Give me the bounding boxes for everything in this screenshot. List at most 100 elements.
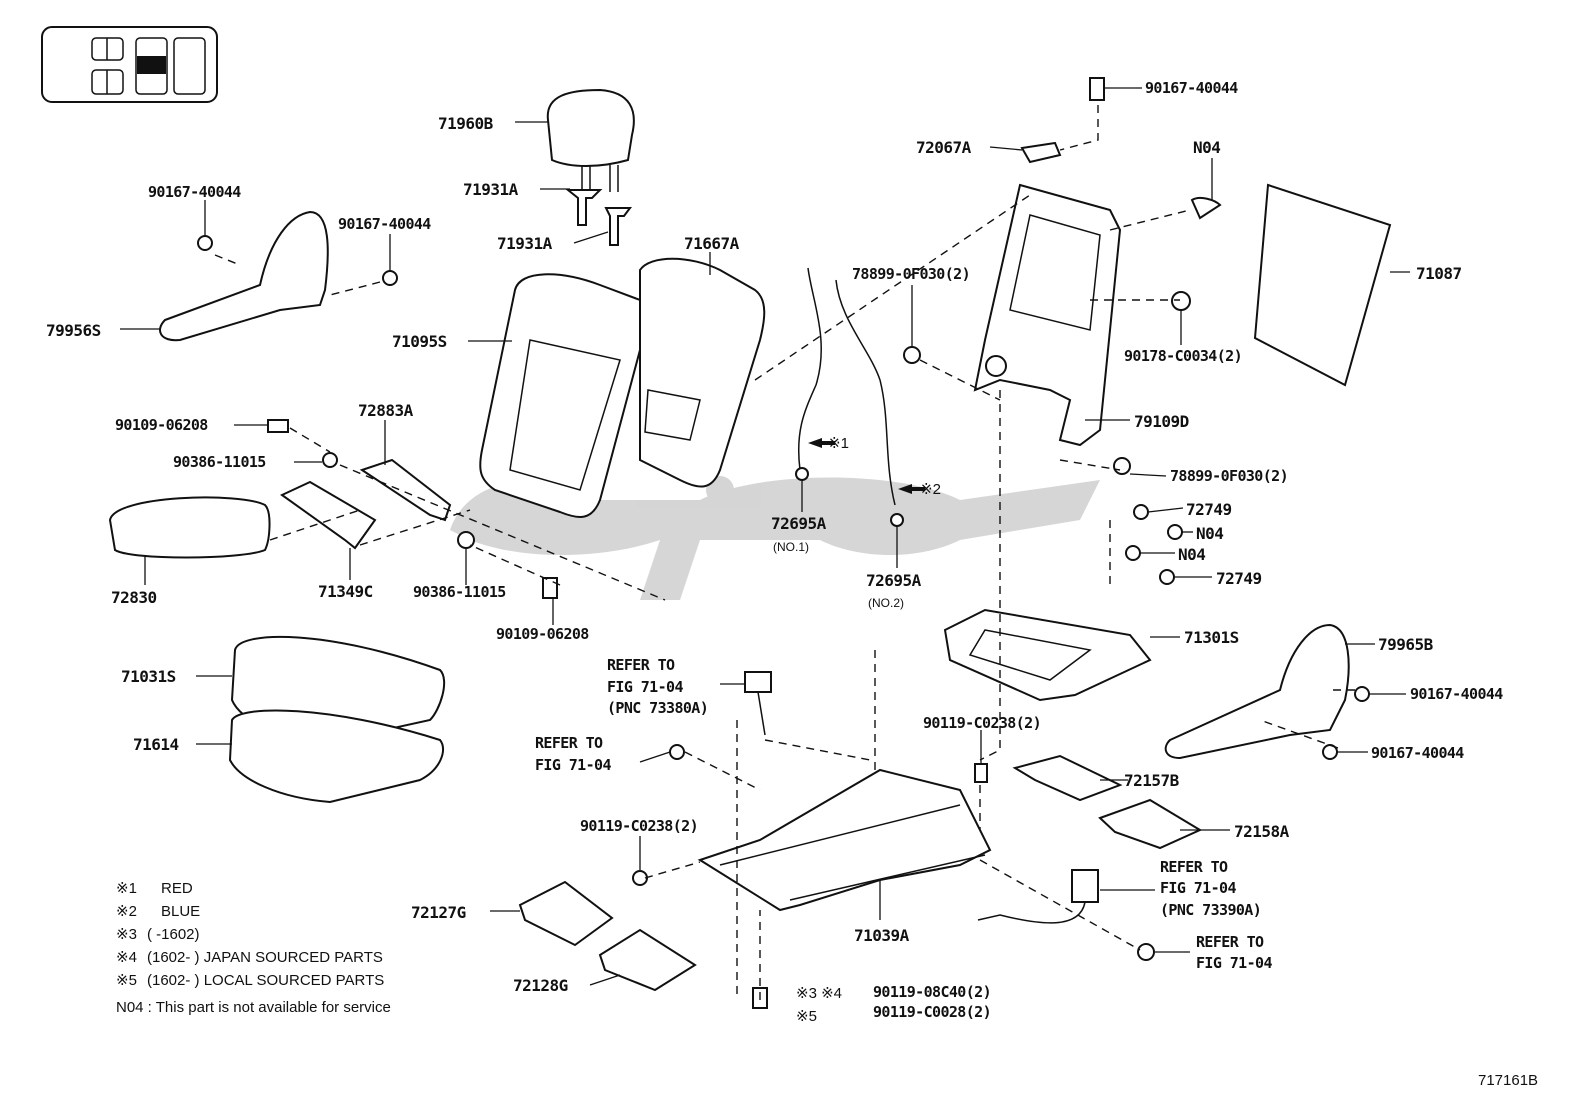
label-90119-b: 90119-C0238(2) <box>580 817 698 835</box>
armrest-bracket-72883A <box>359 458 452 522</box>
leader-lines <box>120 87 1410 986</box>
nut-72749-b-icon <box>1159 569 1175 585</box>
cover-72127G <box>518 880 614 947</box>
bolt-90109-b-icon <box>542 577 558 599</box>
bolt-78899-a-icon <box>903 346 921 364</box>
label-72157B: 72157B <box>1124 771 1180 790</box>
legend-mark-5: ※5 <box>116 972 137 989</box>
label-90167-b: 90167-40044 <box>338 215 431 233</box>
label-78899-a: 78899-0F030(2) <box>852 265 970 283</box>
label-71031S: 71031S <box>121 667 176 686</box>
arrow-blue-icon <box>898 484 925 494</box>
bolt-90109-a-icon <box>267 419 289 433</box>
label-72749-a: 72749 <box>1186 500 1232 519</box>
armrest <box>108 496 271 559</box>
label-72695A-2-no: (NO.2) <box>868 596 904 610</box>
label-90386-b: 90386-11015 <box>413 583 506 601</box>
label-71931A-1: 71931A <box>463 180 519 199</box>
label-refer-1-line2: FIG 71-04 <box>607 678 683 696</box>
legend: ※1 RED ※2 BLUE ※3 ( -1602) ※4 (1602- ) J… <box>116 880 391 1016</box>
legend-text-1: RED <box>161 880 193 897</box>
watermark-logo <box>450 476 1100 600</box>
label-90167-c: 90167-40044 <box>1145 79 1238 97</box>
label-79965B: 79965B <box>1378 635 1434 654</box>
label-refer-3-line1: REFER TO <box>1160 858 1228 876</box>
label-N04-c: N04 <box>1178 545 1205 564</box>
label-71087: 71087 <box>1416 264 1462 283</box>
headrest-guide-1 <box>565 189 603 226</box>
headrest-guide-2 <box>604 207 632 246</box>
label-72127G: 72127G <box>411 903 466 922</box>
label-79956S: 79956S <box>46 321 101 340</box>
bolt-N04-b-icon <box>1167 524 1183 540</box>
cover-72157B <box>1012 754 1123 802</box>
label-90109-b: 90109-06208 <box>496 625 589 643</box>
nut-90386-a-icon <box>322 452 338 468</box>
label-72695A-1-no: (NO.1) <box>773 540 809 554</box>
bolt-90167-top-icon <box>1089 77 1105 101</box>
label-90178: 90178-C0034(2) <box>1124 347 1242 365</box>
label-mark-red: ※1 <box>828 435 849 452</box>
cover-72158A <box>1098 798 1203 850</box>
nut-refer-right-icon <box>1137 943 1155 961</box>
label-90119-08C40: 90119-08C40(2) <box>873 983 991 1001</box>
seat-track-assembly <box>697 768 992 912</box>
seatbelt-buckle-left <box>744 671 772 736</box>
screw-left-b-icon <box>382 270 398 286</box>
label-72695A-1: 72695A <box>771 514 827 533</box>
bolt-90119-b-icon <box>632 870 648 886</box>
headrest-support-cap-72067A <box>1020 141 1062 164</box>
headrest <box>546 88 635 192</box>
label-72749-b: 72749 <box>1216 569 1262 588</box>
label-71667A: 71667A <box>684 234 740 253</box>
label-90167-e: 90167-40044 <box>1371 744 1464 762</box>
label-mark-blue: ※2 <box>920 481 941 498</box>
nut-72749-a-icon <box>1133 504 1149 520</box>
label-79109D: 79109D <box>1134 412 1189 431</box>
side-shield-right <box>1164 623 1350 760</box>
label-90386-a: 90386-11015 <box>173 453 266 471</box>
label-refer-4-line1: REFER TO <box>1196 933 1264 951</box>
bolt-90119-a-icon <box>974 763 988 783</box>
arrow-red-icon <box>808 438 835 448</box>
part-labels: 71960B 71931A 71931A 71667A 71095S 79956… <box>46 79 1504 1025</box>
label-71614: 71614 <box>133 735 179 754</box>
side-shield-left <box>159 210 329 342</box>
seat-position-locator-icon <box>41 26 218 103</box>
legend-text-3: ( -1602) <box>147 926 200 943</box>
screw-left-a-icon <box>197 235 213 251</box>
bolt-refer-left-icon <box>669 744 685 760</box>
armrest-bracket-71349C <box>280 480 377 550</box>
seatback-frame <box>973 183 1122 447</box>
legend-mark-4: ※4 <box>116 949 137 966</box>
legend-text-4: (1602- ) JAPAN SOURCED PARTS <box>147 949 383 966</box>
figure-id: 717161B <box>1478 1072 1538 1089</box>
bolt-N04-c-icon <box>1125 545 1141 561</box>
label-71301S: 71301S <box>1184 628 1239 647</box>
label-90167-a: 90167-40044 <box>148 183 241 201</box>
label-bolt-marks-1: ※3 ※4 <box>796 985 842 1002</box>
seatback-cover <box>479 273 648 518</box>
label-71095S: 71095S <box>392 332 447 351</box>
legend-mark-2: ※2 <box>116 903 137 920</box>
nut-90178-icon <box>1171 291 1191 311</box>
legend-text-5: (1602- ) LOCAL SOURCED PARTS <box>147 972 384 989</box>
label-refer-4-line2: FIG 71-04 <box>1196 954 1272 972</box>
legend-mark-3: ※3 <box>116 926 137 943</box>
label-90109-a: 90109-06208 <box>115 416 208 434</box>
legend-mark-1: ※1 <box>116 880 137 897</box>
label-90119-C0028: 90119-C0028(2) <box>873 1003 991 1021</box>
seatback-pad <box>639 257 766 488</box>
label-72695A-2: 72695A <box>866 571 922 590</box>
cover-72128G <box>598 928 697 992</box>
label-72128G: 72128G <box>513 976 568 995</box>
label-72883A: 72883A <box>358 401 414 420</box>
bolt-78899-b-icon <box>1113 457 1131 475</box>
label-90167-d: 90167-40044 <box>1410 685 1503 703</box>
legend-footnote: N04 : This part is not available for ser… <box>116 999 391 1016</box>
screw-right-a-icon <box>1354 686 1370 702</box>
label-72067A: 72067A <box>916 138 972 157</box>
legend-text-2: BLUE <box>161 903 200 920</box>
label-N04-a: N04 <box>1193 138 1220 157</box>
